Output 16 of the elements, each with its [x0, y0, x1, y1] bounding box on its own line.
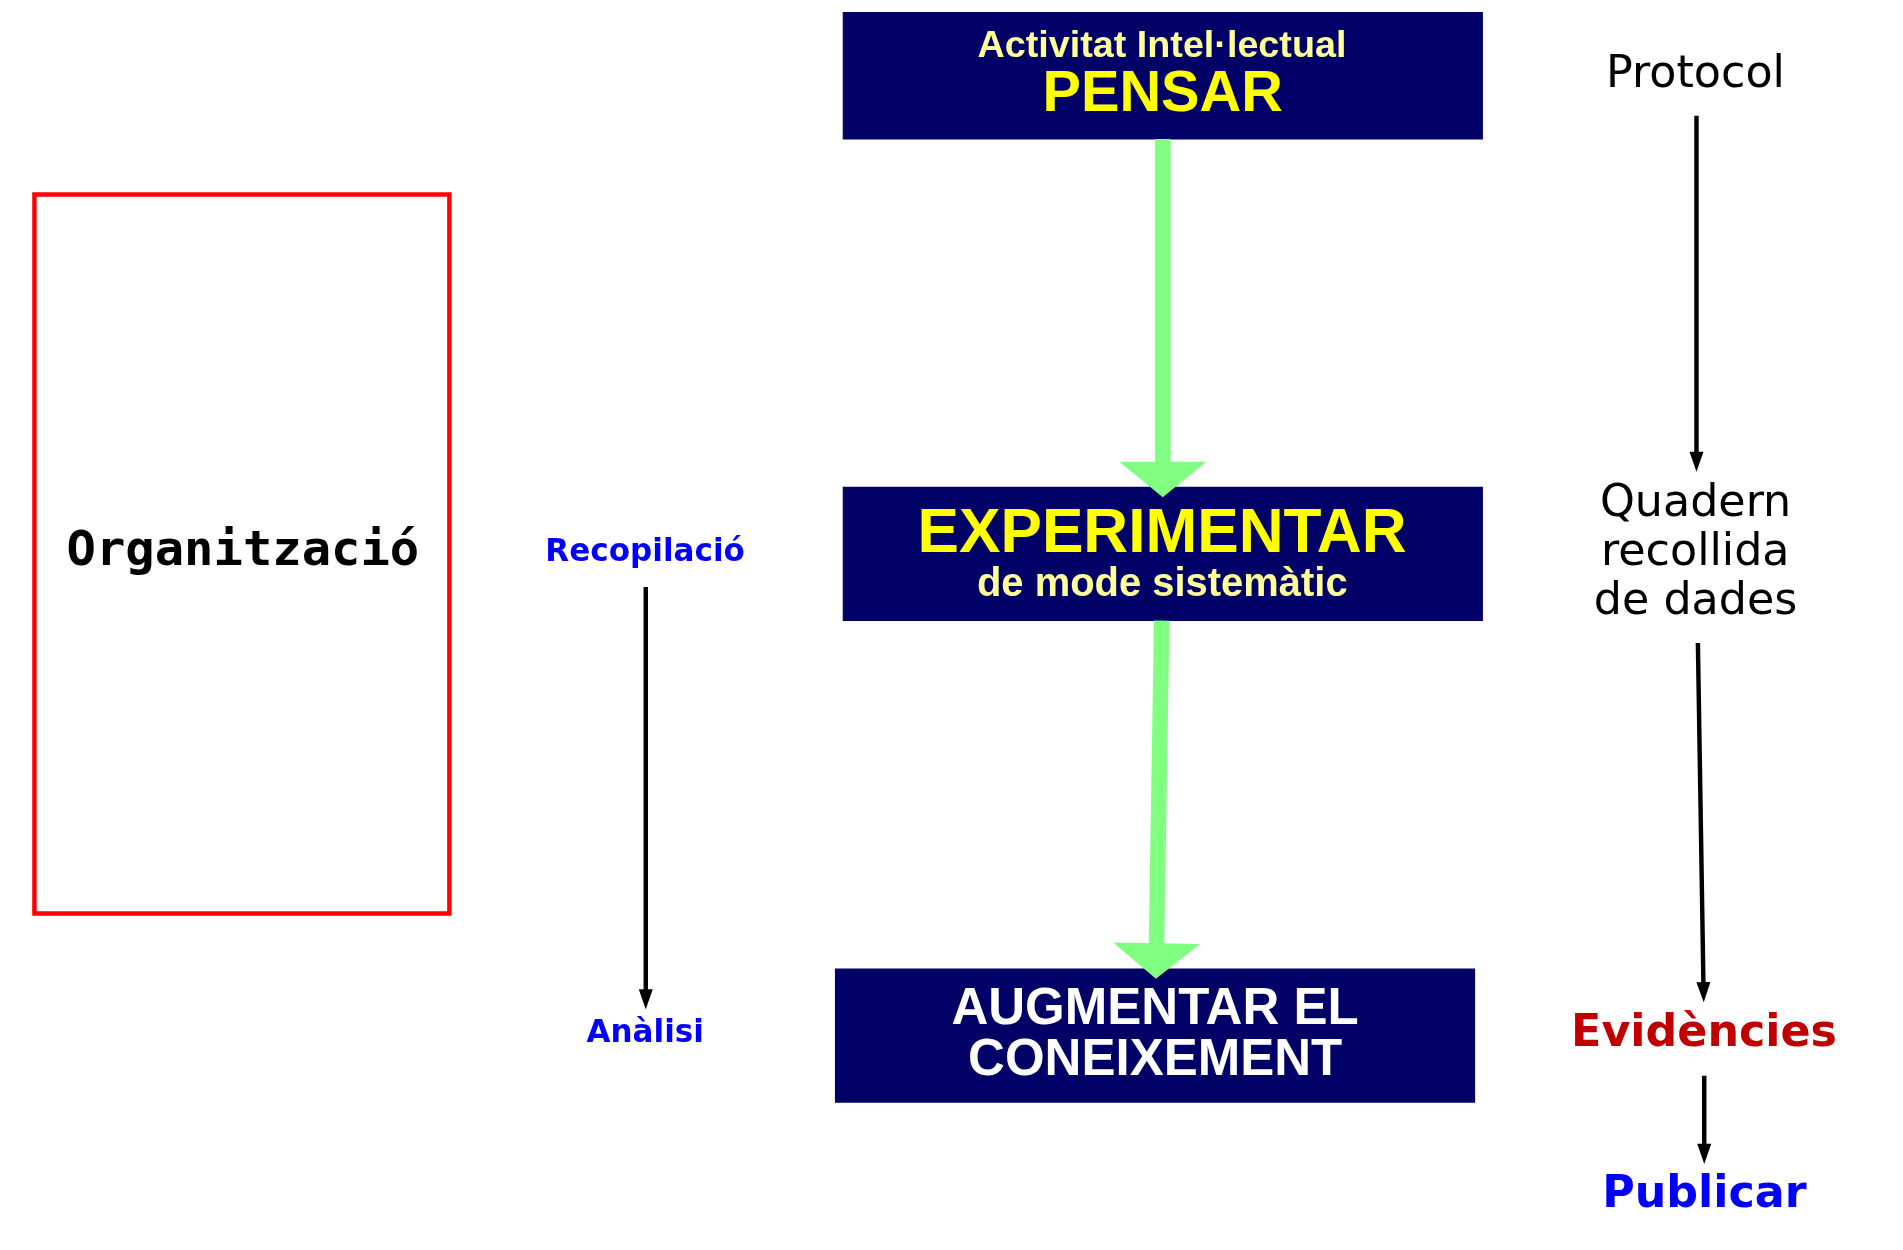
arrow: [638, 586, 653, 1010]
node-text: Evidències: [1570, 1004, 1837, 1056]
node-text: Publicar: [1601, 1166, 1807, 1218]
node-text: Quadern recollida de dades: [1593, 475, 1797, 624]
node-box: AUGMENTAR EL CONEIXEMENT: [834, 968, 1475, 1103]
arrow: [1112, 620, 1200, 979]
node-text: Protocol: [1605, 45, 1785, 97]
arrow: [1118, 139, 1206, 498]
node-box: Organització: [31, 192, 452, 916]
arrow: [1695, 643, 1710, 1003]
node-text: Anàlisi: [585, 1013, 704, 1050]
node-box: EXPERIMENTAR de mode sistemàtic: [842, 486, 1483, 622]
arrow: [1688, 115, 1703, 472]
node-box: Activitat Intel·lectual PENSAR: [842, 12, 1483, 140]
arrow: [1696, 1075, 1711, 1164]
node-text: Recopilació: [544, 531, 745, 568]
